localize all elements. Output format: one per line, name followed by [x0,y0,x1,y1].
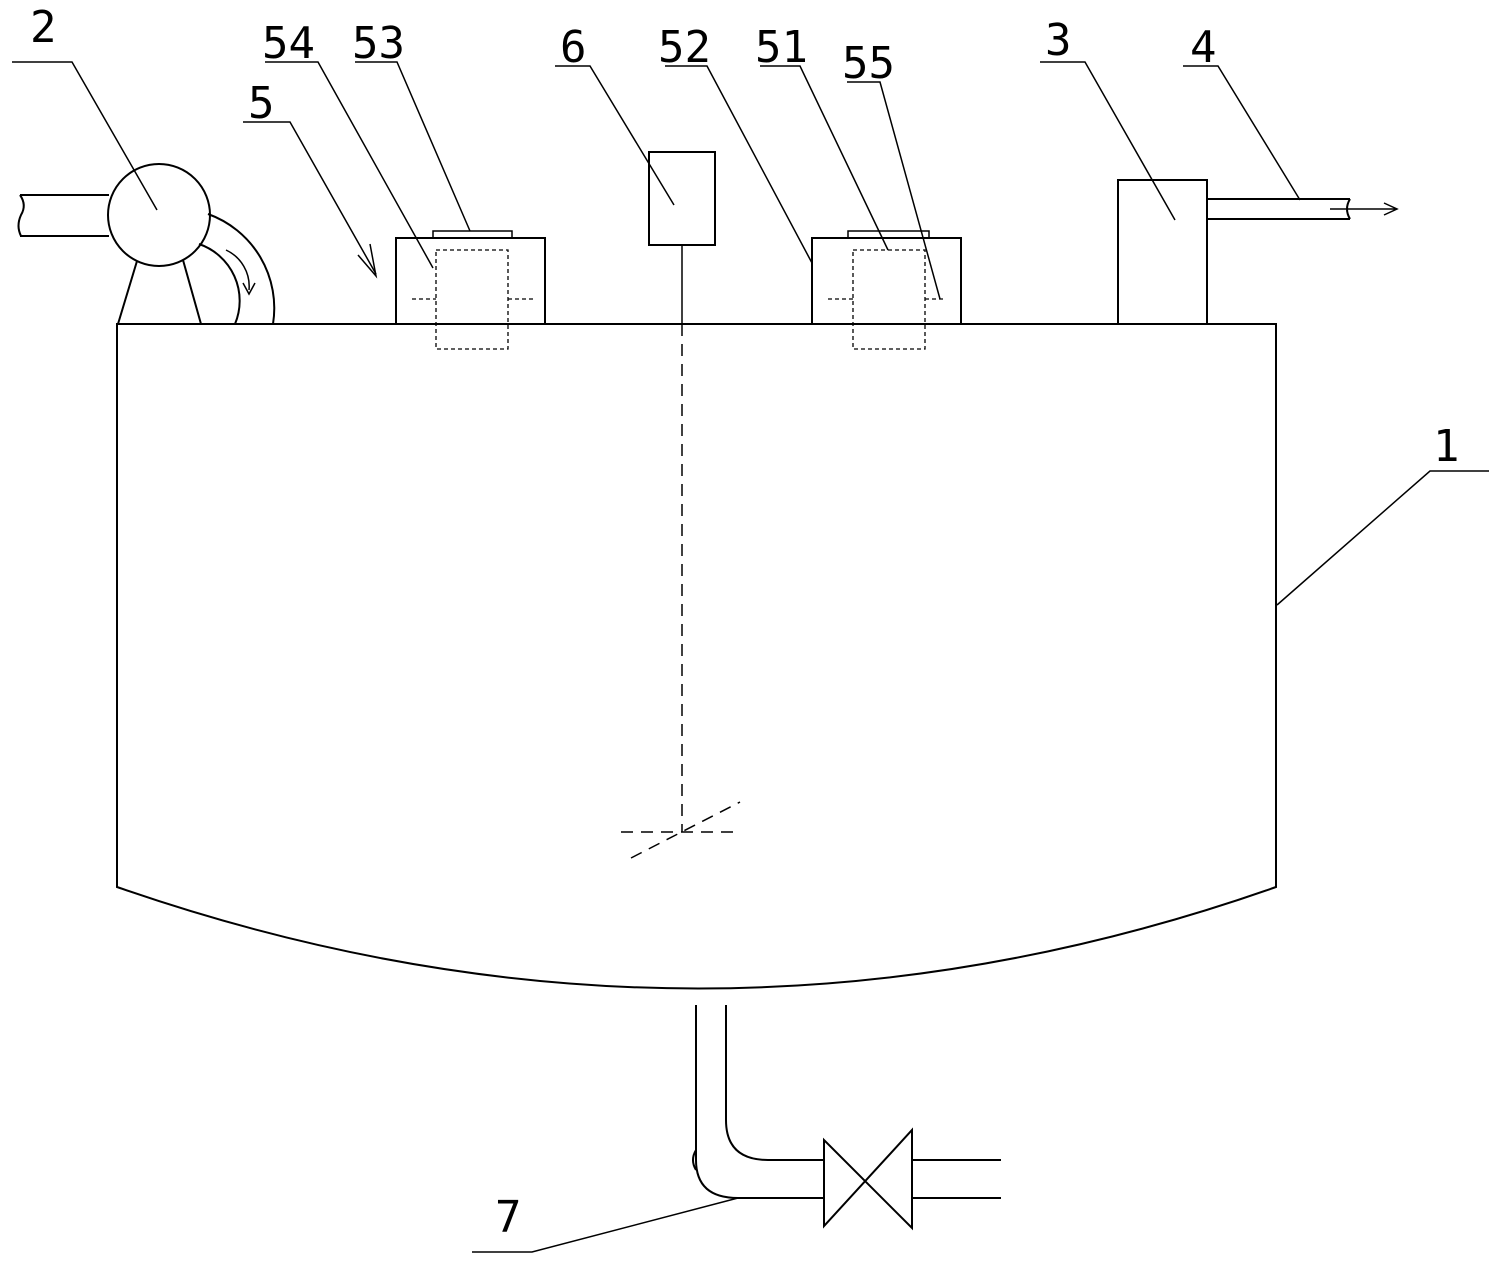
label-outlet-unit: 3 [1045,15,1072,66]
label-part-53: 53 [352,18,405,69]
feed-port-left [395,230,546,350]
label-feed-assembly: 5 [248,78,275,129]
agitator [621,151,741,859]
drain-pipe [692,1005,1001,1231]
label-agitator: 6 [560,22,587,73]
tank-body [116,323,1277,990]
label-pump: 2 [30,2,57,53]
label-part-52: 52 [658,22,711,73]
pump [17,163,276,325]
label-drain: 7 [495,1192,522,1243]
label-outlet-pipe: 4 [1190,22,1217,73]
label-part-51: 51 [755,22,808,73]
feed-port-right [811,230,962,350]
leader-lines [12,61,1489,1253]
outlet-unit [1117,179,1399,325]
label-tank: 1 [1433,421,1460,472]
label-part-55: 55 [842,38,895,89]
label-part-54: 54 [262,18,315,69]
reference-labels: 1 2 3 4 5 54 53 6 52 51 55 7 [30,2,1460,1243]
